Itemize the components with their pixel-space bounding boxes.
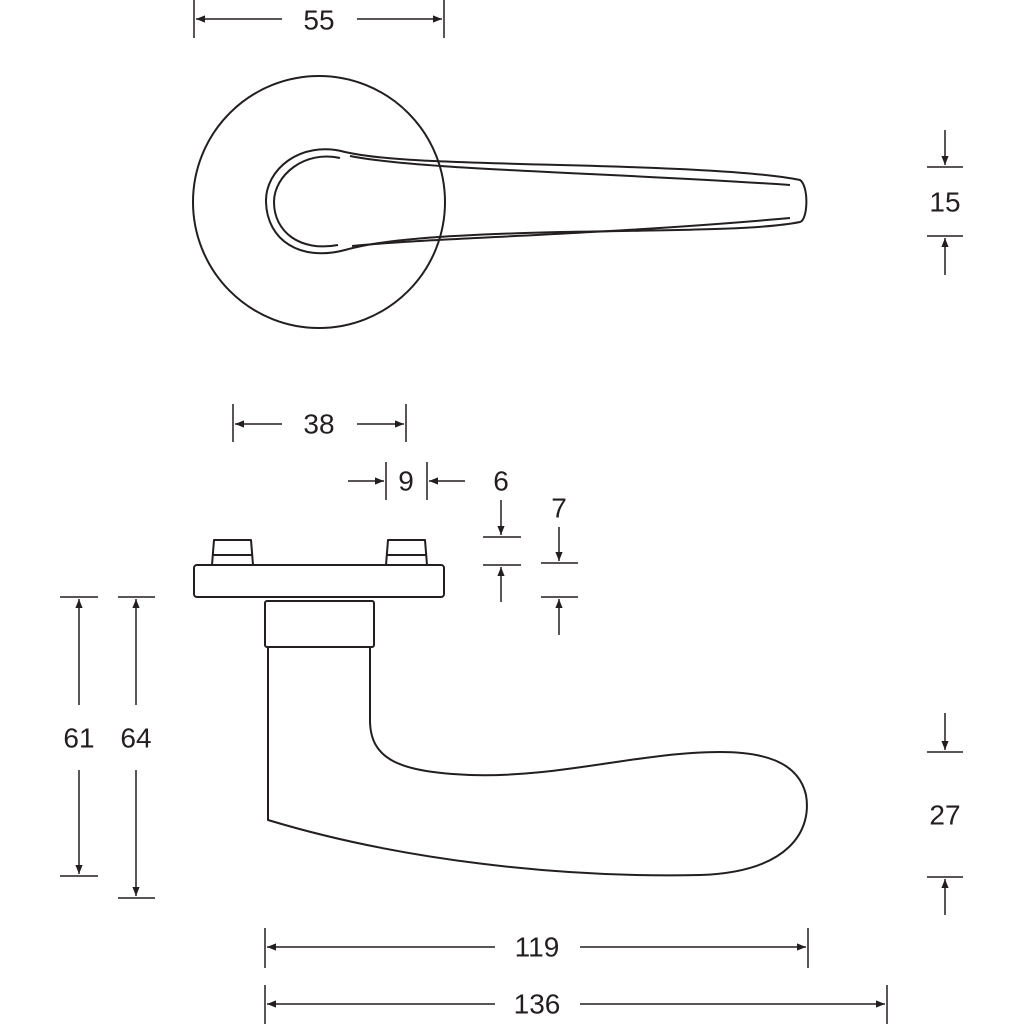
side-view xyxy=(193,539,808,877)
dim-label: 15 xyxy=(929,187,960,218)
dim-136: 136 xyxy=(264,985,888,1024)
dim-38: 38 xyxy=(232,404,407,442)
dim-label: 61 xyxy=(63,723,94,754)
dim-label: 136 xyxy=(514,989,561,1020)
plate xyxy=(193,564,445,598)
dim-label: 119 xyxy=(515,932,560,963)
dim-61: 61 xyxy=(60,596,98,877)
dim-label: 38 xyxy=(303,409,334,440)
lever-side xyxy=(267,647,808,877)
rosette-ring xyxy=(273,155,341,248)
dim-15: 15 xyxy=(927,130,963,275)
top-view xyxy=(192,75,808,329)
dim-7: 7 xyxy=(541,493,578,635)
dim-label: 6 xyxy=(493,466,509,497)
dim-9: 9 xyxy=(348,462,465,500)
dim-64: 64 xyxy=(118,596,155,899)
rosette xyxy=(192,75,446,329)
dim-label: 64 xyxy=(120,723,151,754)
dim-label: 7 xyxy=(551,493,567,524)
neck xyxy=(264,600,375,648)
dim-119: 119 xyxy=(264,928,809,968)
pin-left xyxy=(211,539,254,566)
dim-27: 27 xyxy=(927,713,963,915)
dim-label: 9 xyxy=(398,466,414,497)
dim-6: 6 xyxy=(483,466,521,602)
dim-label: 27 xyxy=(929,800,960,831)
dim-55: 55 xyxy=(193,0,445,38)
lever-edge xyxy=(349,155,791,247)
lever-top xyxy=(264,148,808,255)
pin-right xyxy=(385,539,428,566)
dim-label: 55 xyxy=(303,5,334,36)
